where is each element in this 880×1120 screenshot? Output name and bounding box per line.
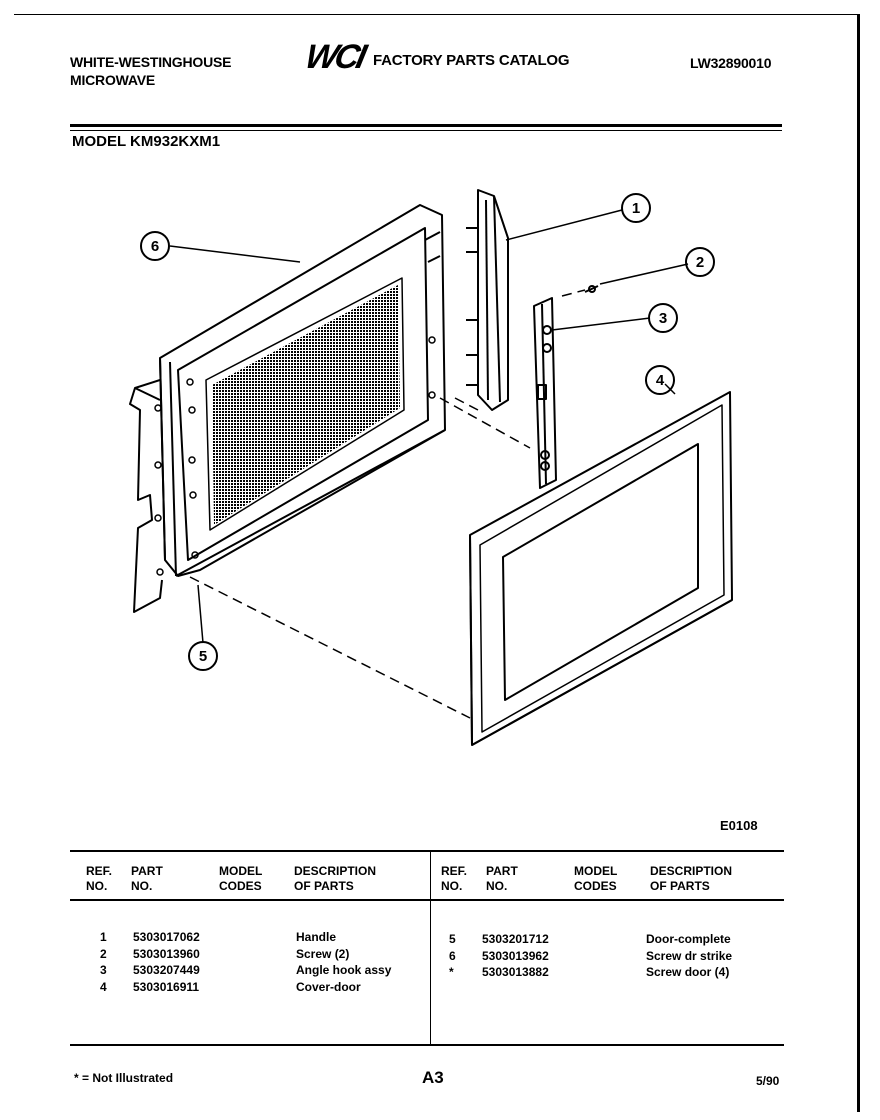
- left-ref-column: 1 2 3 4: [100, 929, 107, 995]
- door-screen-mesh: [212, 285, 400, 525]
- model-line: MODEL KM932KXM1: [72, 133, 221, 150]
- table-row-ref: 1: [100, 930, 107, 944]
- table-row-part: 5303013882: [482, 965, 549, 979]
- door-complete-drawing: [129, 204, 446, 613]
- not-illustrated-note: * = Not Illustrated: [74, 1071, 174, 1085]
- assembly-dash-lines: [189, 289, 586, 719]
- handle-drawing: [466, 189, 509, 411]
- callout-4: 4: [656, 372, 665, 389]
- left-part-column: 5303017062 5303013960 5303207449 5303016…: [133, 929, 200, 995]
- table-row-desc: Angle hook assy: [296, 963, 392, 977]
- page-border: [14, 14, 860, 1112]
- table-row-ref: 6: [449, 948, 456, 963]
- table-row-part: 5303201712: [482, 932, 549, 946]
- drawing-code: E0108: [720, 818, 758, 833]
- frame-mounting-holes: [154, 336, 436, 576]
- catalog-title: FACTORY PARTS CATALOG: [373, 52, 570, 69]
- table-row-ref: *: [449, 965, 454, 979]
- table-row-ref: 5: [449, 932, 456, 946]
- header-rule-thin: [70, 130, 782, 131]
- right-ref-column: 5 6 *: [449, 931, 456, 981]
- table-row-part: 5303013960: [133, 946, 200, 961]
- left-desc-column: Handle Screw (2) Angle hook assy Cover-d…: [296, 929, 391, 995]
- callout-circles: [140, 193, 715, 671]
- right-desc-column: Door-complete Screw dr strike Screw door…: [646, 931, 732, 981]
- brand-line-2: MICROWAVE: [70, 72, 156, 88]
- callout-5: 5: [199, 648, 207, 665]
- table-bottom-rule: [70, 1044, 784, 1046]
- callout-3: 3: [659, 310, 667, 327]
- callout-2: 2: [696, 254, 704, 271]
- right-part-column: 5303201712 5303013962 5303013882: [482, 931, 549, 981]
- table-row-ref: 2: [100, 946, 107, 961]
- header-rule-thick: [70, 124, 782, 127]
- table-column-divider: [430, 852, 431, 1044]
- table-row-part: 5303016911: [133, 979, 200, 994]
- header-description-left: DESCRIPTION OF PARTS: [294, 864, 377, 893]
- exploded-parts-diagram: 6 1 2 3 4 5: [129, 189, 733, 746]
- table-row-ref: 4: [100, 979, 107, 994]
- callout-6: 6: [151, 238, 159, 255]
- table-row-part: 5303207449: [133, 963, 200, 977]
- header-part-no-right: PART NO.: [486, 864, 518, 893]
- callout-leader-lines: [169, 209, 689, 644]
- table-header-rule: [70, 899, 784, 901]
- header-model-codes-left: MODEL CODES: [219, 864, 263, 893]
- table-row-desc: Handle: [296, 930, 337, 944]
- catalog-number: LW32890010: [690, 55, 772, 71]
- header-description-right: DESCRIPTION OF PARTS: [650, 864, 733, 893]
- table-row-part: 5303013962: [482, 948, 549, 963]
- catalog-date: 5/90: [756, 1074, 780, 1088]
- table-row-part: 5303017062: [133, 930, 200, 944]
- header-model-codes-right: MODEL CODES: [574, 864, 618, 893]
- page-number: A3: [422, 1068, 444, 1087]
- header-part-no-left: PART NO.: [131, 864, 163, 893]
- header-ref-no-left: REF. NO.: [86, 864, 113, 893]
- callout-1: 1: [632, 200, 640, 217]
- brand-line-1: WHITE-WESTINGHOUSE: [70, 54, 232, 70]
- table-row-desc: Screw door (4): [646, 965, 730, 979]
- table-row-desc: Screw (2): [296, 946, 350, 961]
- cover-door-drawing: [469, 391, 733, 746]
- table-row-desc: Screw dr strike: [646, 948, 733, 963]
- angle-hook-drawing: [533, 297, 557, 489]
- header-ref-no-right: REF. NO.: [441, 864, 468, 893]
- table-row-desc: Door-complete: [646, 932, 731, 946]
- table-row-ref: 3: [100, 963, 107, 977]
- table-row-desc: Cover-door: [296, 979, 361, 994]
- table-top-rule: [70, 850, 784, 852]
- screw-drawing: [584, 285, 599, 293]
